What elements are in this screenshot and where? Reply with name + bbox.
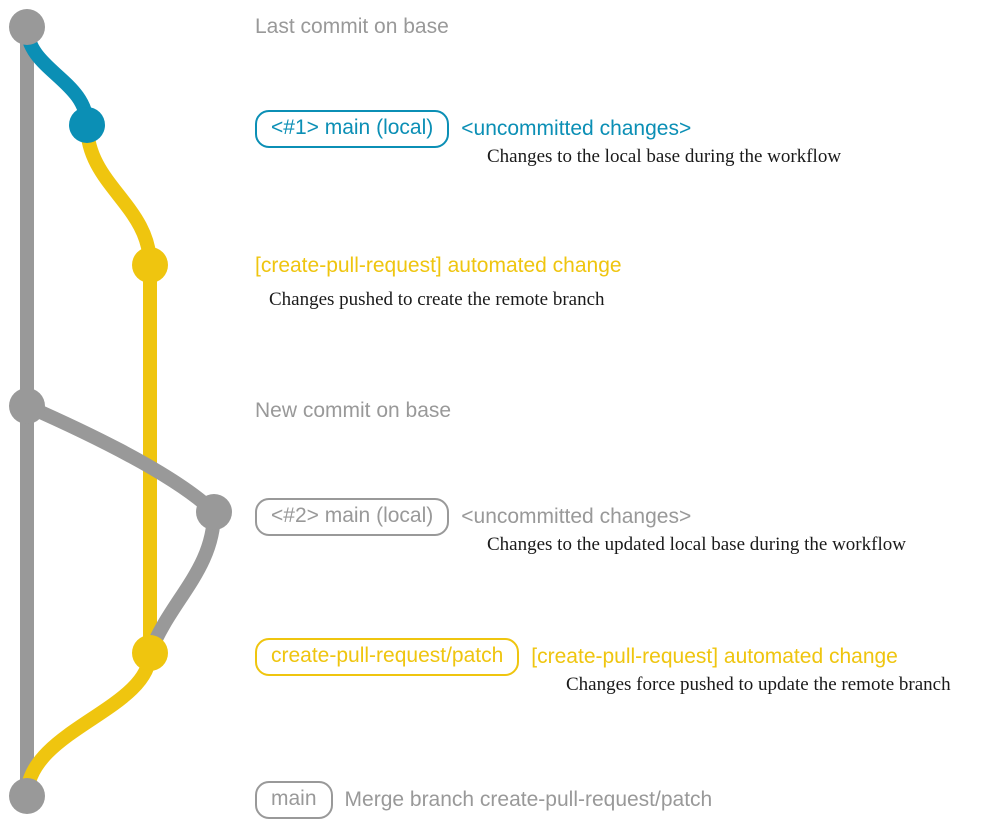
branch-badge-create-pull-request-patch[interactable]: create-pull-request/patch xyxy=(255,638,520,676)
branch-badge-main-local-2[interactable]: <#2> main (local) xyxy=(255,498,450,536)
commit-subject: [create-pull-request] automated change xyxy=(531,645,898,668)
commit-node-local-1[interactable] xyxy=(69,107,105,143)
edge-local-to-patch1 xyxy=(80,118,157,272)
commit-subject: <uncommitted changes> xyxy=(461,505,692,528)
commit-node-patch-1[interactable] xyxy=(132,247,168,283)
commit-node-merge[interactable] xyxy=(9,778,45,814)
commit-note-patch-1: Changes pushed to create the remote bran… xyxy=(269,289,605,310)
commit-subject: <uncommitted changes> xyxy=(461,117,692,140)
commit-row-local-1: <#1> main (local) <uncommitted changes> xyxy=(255,110,691,148)
commit-note-local-2: Changes to the updated local base during… xyxy=(487,534,906,555)
commit-row-patch-2: create-pull-request/patch [create-pull-r… xyxy=(255,638,898,676)
commit-row-merge: main Merge branch create-pull-request/pa… xyxy=(255,781,712,819)
graph-nodes xyxy=(9,9,232,814)
commit-subject: New commit on base xyxy=(255,399,452,422)
edge-patch2-to-merge xyxy=(20,646,157,803)
commit-row-local-2: <#2> main (local) <uncommitted changes> xyxy=(255,498,691,536)
commit-row-patch-1: [create-pull-request] automated change xyxy=(255,253,622,279)
edge-updated-local-to-patch2 xyxy=(143,505,221,660)
commit-note-local-1: Changes to the local base during the wor… xyxy=(487,146,842,167)
edge-base-to-updated-local xyxy=(20,399,221,519)
commit-row-new-commit-on-base: New commit on base xyxy=(255,398,451,424)
commit-node-patch-2[interactable] xyxy=(132,635,168,671)
commit-subject: Last commit on base xyxy=(255,15,449,38)
commit-node-last-commit-on-base[interactable] xyxy=(9,9,45,45)
commit-row-last-commit-on-base: Last commit on base xyxy=(255,14,449,40)
commit-node-local-2[interactable] xyxy=(196,494,232,530)
commit-subject: Merge branch create-pull-request/patch xyxy=(344,788,713,811)
branch-badge-main-local-1[interactable]: <#1> main (local) xyxy=(255,110,450,148)
commit-note-patch-2: Changes force pushed to update the remot… xyxy=(566,674,951,695)
commit-subject: [create-pull-request] automated change xyxy=(255,254,622,277)
graph-edges xyxy=(20,20,221,803)
commit-node-new-commit-on-base[interactable] xyxy=(9,388,45,424)
branch-badge-main[interactable]: main xyxy=(255,781,333,819)
